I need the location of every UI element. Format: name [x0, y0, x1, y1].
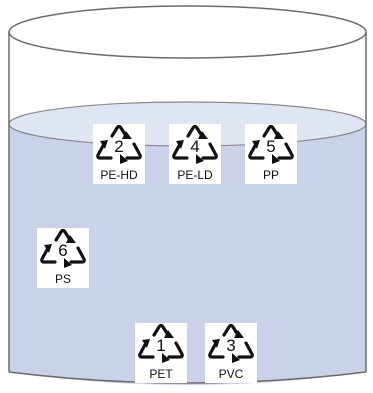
resin-code-4: 4 — [190, 137, 200, 156]
container-bottom — [8, 371, 367, 384]
resin-code-3: 3 — [226, 336, 236, 355]
resin-code-2: 2 — [114, 137, 124, 156]
recycling-triangle-icon — [245, 124, 297, 184]
resin-label-pp: PP — [262, 168, 279, 182]
recycling-triangle-icon — [37, 228, 89, 288]
recycling-triangle-icon — [205, 323, 257, 383]
resin-code-5: 5 — [266, 137, 276, 156]
recycling-triangle-icon — [135, 323, 187, 383]
recycling-symbol-ps: 6 PS — [35, 228, 91, 290]
resin-label-pet: PET — [149, 367, 173, 381]
recycling-symbol-pe-ld: 4 PE-LD — [167, 124, 223, 186]
resin-label-pe-hd: PE-HD — [100, 168, 138, 182]
resin-label-pe-ld: PE-LD — [177, 168, 213, 182]
recycling-triangle-icon — [169, 124, 221, 184]
recycling-symbol-pvc: 3 PVC — [203, 323, 259, 385]
recycling-symbol-pet: 1 PET — [133, 323, 189, 385]
recycling-triangle-icon — [93, 124, 145, 184]
resin-label-ps: PS — [54, 272, 71, 286]
recycling-symbol-pp: 5 PP — [243, 124, 299, 186]
container-rim — [8, 5, 367, 59]
resin-code-1: 1 — [156, 336, 166, 355]
resin-code-6: 6 — [58, 241, 68, 260]
recycling-symbol-pe-hd: 2 PE-HD — [91, 124, 147, 186]
resin-label-pvc: PVC — [218, 367, 244, 381]
